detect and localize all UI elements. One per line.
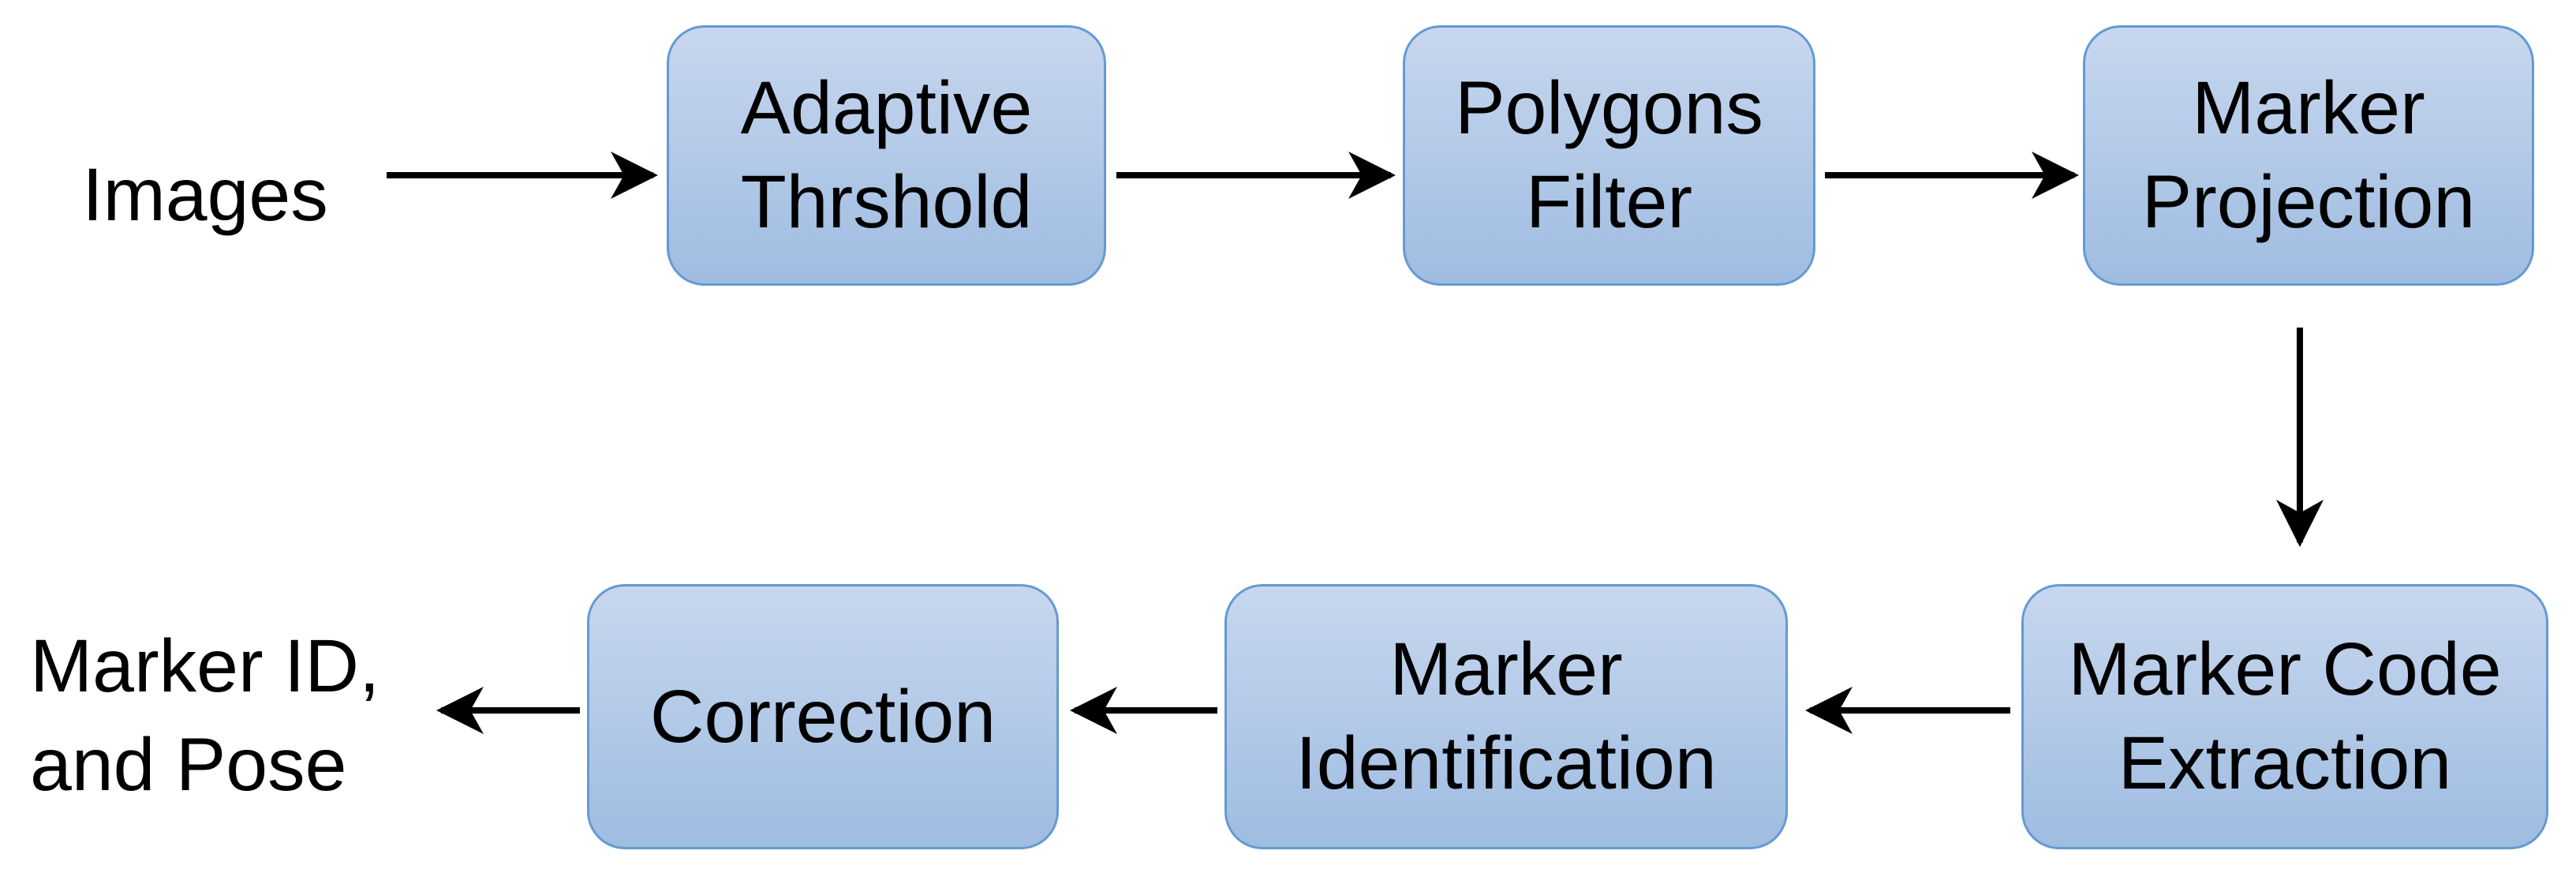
arrow-images-to-adaptive-thrshold	[387, 152, 658, 199]
node-marker-identification: Marker Identification	[1224, 584, 1788, 849]
node-output-label: Marker ID, and Pose	[30, 624, 380, 807]
arrow-marker-code-extraction-to-marker-identification	[1805, 687, 2010, 734]
node-marker-projection: Marker Projection	[2083, 25, 2534, 286]
arrow-polygons-filter-to-marker-projection	[1825, 152, 2079, 199]
node-adaptive-thrshold: Adaptive Thrshold	[667, 25, 1106, 286]
node-polygons-filter: Polygons Filter	[1403, 25, 1815, 286]
arrow-adaptive-thrshold-to-polygons-filter	[1116, 152, 1396, 199]
arrow-correction-to-output	[436, 687, 580, 734]
arrow-marker-projection-to-marker-code-extraction	[2276, 328, 2324, 547]
node-marker-code-extraction: Marker Code Extraction	[2021, 584, 2548, 849]
arrow-marker-identification-to-correction	[1070, 687, 1217, 734]
node-images-label: Images	[82, 152, 328, 237]
node-correction: Correction	[587, 584, 1059, 849]
